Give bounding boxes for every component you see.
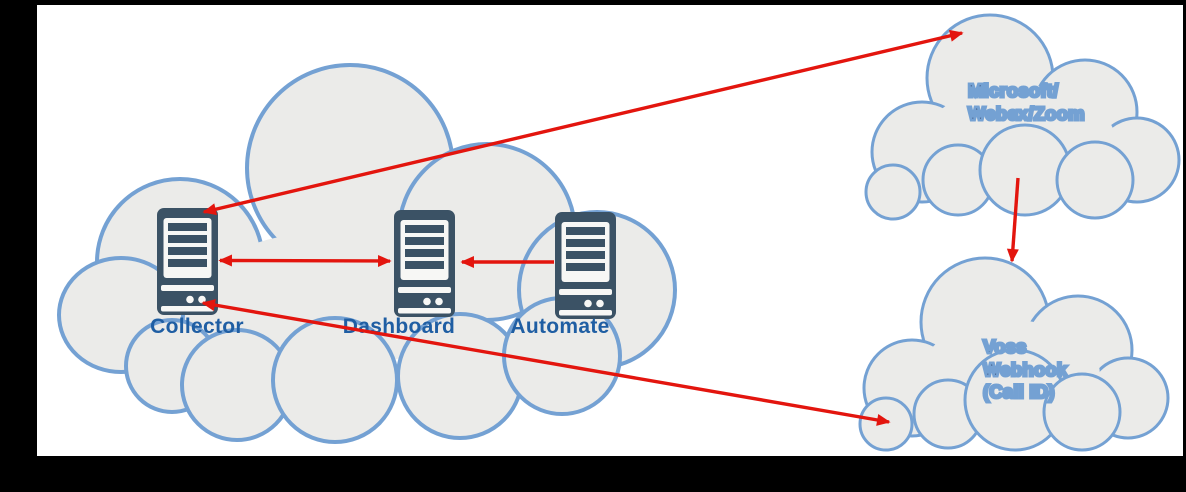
voss-webhook-label-line1: Voss — [983, 336, 1027, 357]
server-automate-label: Automate — [510, 315, 609, 338]
microsoft-webex-zoom-label-line2: Webex/Zoom — [968, 103, 1085, 124]
server-icon — [157, 208, 218, 315]
cloud-bump — [978, 123, 1072, 217]
arrow-collector-voss-webhook — [201, 299, 891, 426]
microsoft-webex-zoom-label-line1: Microsoft/ — [968, 80, 1058, 101]
arrow-microsoft-voss-webhook — [1006, 177, 1020, 263]
voss-webhook-label-line3: (Call ID) — [983, 381, 1055, 402]
cloud-bump — [1055, 140, 1135, 220]
arrow-collector-microsoft-webex-zoom — [202, 29, 964, 216]
server-icon — [555, 212, 616, 319]
server-collector-label: Collector — [150, 315, 244, 338]
voss-webhook-label-line2: Webhook — [983, 359, 1068, 380]
server-icon — [394, 210, 455, 317]
cloud-bump — [858, 396, 914, 452]
cloud-bump — [864, 163, 922, 221]
arrow-collector-dashboard — [218, 254, 392, 267]
server-dashboard-label: Dashboard — [343, 315, 455, 338]
cloud-bump — [1042, 372, 1122, 452]
